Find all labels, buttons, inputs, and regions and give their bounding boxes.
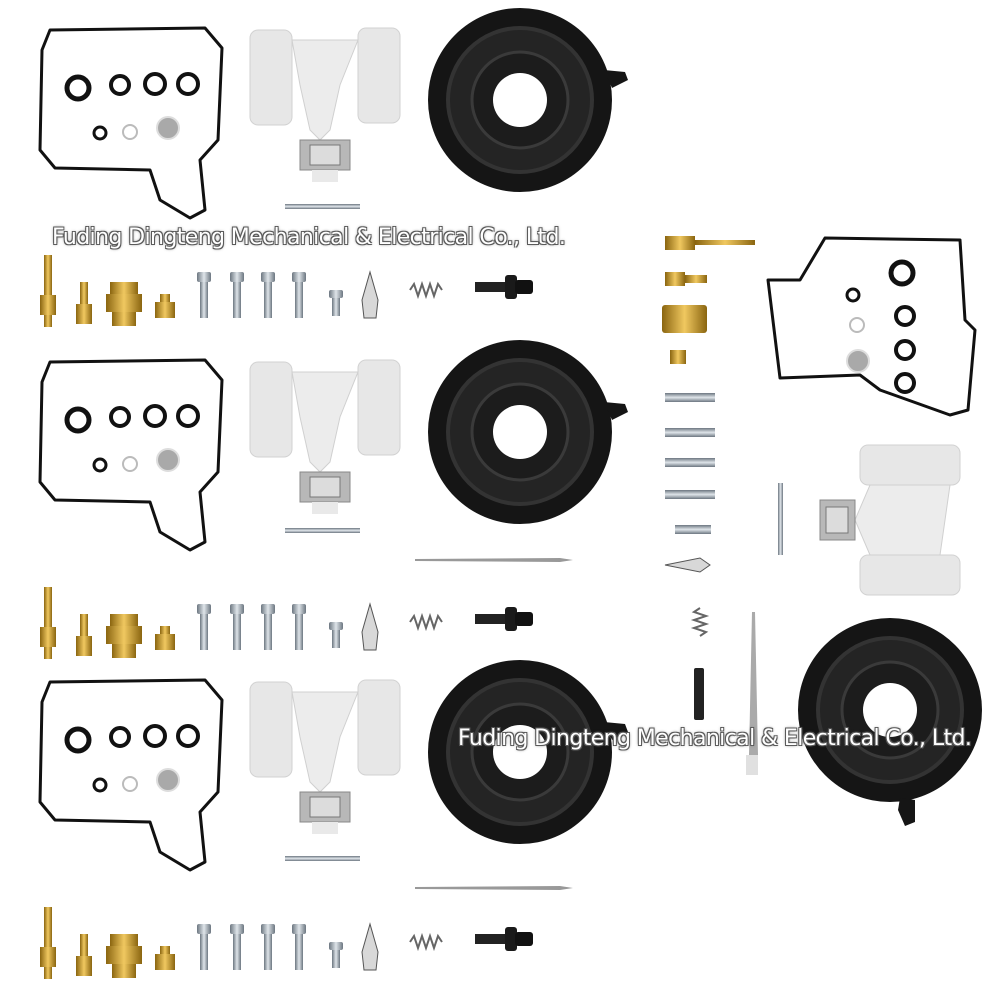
float-pin-3 <box>285 856 360 861</box>
jet-needle-3 <box>415 886 573 890</box>
gasket-set-2 <box>40 360 222 550</box>
diaphragm-3 <box>426 658 630 846</box>
watermark-text: Fuding Dingteng Mechanical & Electrical … <box>458 726 972 751</box>
kit-1 <box>39 6 630 328</box>
jet-needle-2 <box>415 558 573 562</box>
watermark-text: Fuding Dingteng Mechanical & Electrical … <box>52 225 566 250</box>
parts-row-2 <box>39 586 534 660</box>
parts-row-1 <box>39 254 534 328</box>
diaphragm-1 <box>426 6 630 194</box>
gasket-set-1 <box>40 28 222 218</box>
kit-4 <box>662 236 982 826</box>
float-pin-2 <box>285 528 360 533</box>
float-1 <box>249 27 401 183</box>
float-pin-1 <box>285 204 360 209</box>
float-3 <box>249 679 401 835</box>
gasket-set-3 <box>40 680 222 870</box>
kit-3 <box>39 658 630 980</box>
diaphragm-2 <box>426 338 630 526</box>
parts-row-3 <box>39 906 534 980</box>
kit-2 <box>39 338 630 660</box>
float-2 <box>249 359 401 515</box>
